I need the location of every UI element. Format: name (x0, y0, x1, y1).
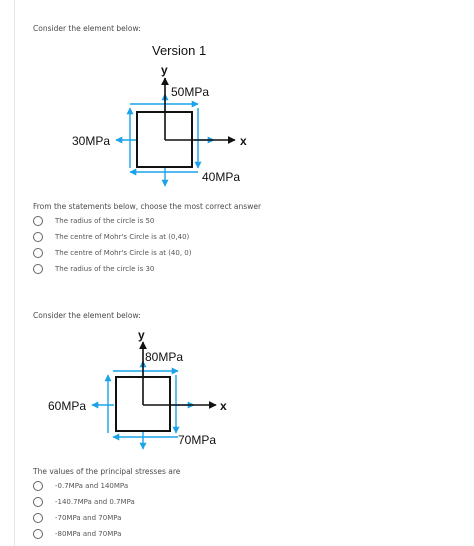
q2-prompt: The values of the principal stresses are (33, 467, 181, 476)
option-label: The radius of the circle is 50 (55, 217, 155, 225)
q1-option-1[interactable]: The radius of the circle is 50 (33, 215, 154, 227)
q1-option-4[interactable]: The radius of the circle is 30 (33, 263, 154, 275)
q1-stress-element-diagram: Version 1 y 50MPa 30MPa 40MPa x (72, 43, 247, 187)
radio-button[interactable] (33, 264, 43, 274)
option-label: -80MPa and 70MPa (55, 530, 122, 538)
q2-option-3[interactable]: -70MPa and 70MPa (33, 512, 121, 524)
q1-x-axis-label: x (240, 134, 247, 148)
q2-option-2[interactable]: -140.7MPa and 0.7MPa (33, 496, 135, 508)
option-label: The centre of Mohr's Circle is at (0,40) (55, 233, 190, 241)
q2-option-1[interactable]: -0.7MPa and 140MPa (33, 480, 128, 492)
radio-button[interactable] (33, 248, 43, 258)
q1-top-stress-label: 50MPa (171, 85, 209, 99)
q1-option-3[interactable]: The centre of Mohr's Circle is at (40, 0… (33, 247, 191, 259)
q1-version-label: Version 1 (152, 43, 206, 58)
option-label: The radius of the circle is 30 (55, 265, 155, 273)
left-margin-rule (14, 0, 15, 546)
q2-right-stress-label: 70MPa (178, 433, 216, 447)
q1-y-axis-label: y (161, 63, 168, 77)
option-label: -140.7MPa and 0.7MPa (55, 498, 135, 506)
q2-top-stress-label: 80MPa (145, 350, 183, 364)
q1-intro: Consider the element below: (33, 24, 141, 33)
q2-y-axis-label: y (138, 328, 145, 342)
q1-option-2[interactable]: The centre of Mohr's Circle is at (0,40) (33, 231, 189, 243)
q2-intro: Consider the element below: (33, 311, 141, 320)
radio-button[interactable] (33, 497, 43, 507)
radio-button[interactable] (33, 529, 43, 539)
option-label: -70MPa and 70MPa (55, 514, 122, 522)
option-label: The centre of Mohr's Circle is at (40, 0… (55, 249, 192, 257)
radio-button[interactable] (33, 513, 43, 523)
q2-x-axis-label: x (220, 399, 227, 413)
radio-button[interactable] (33, 481, 43, 491)
q1-left-stress-label: 30MPa (72, 134, 110, 148)
q1-right-stress-label: 40MPa (202, 170, 240, 184)
q2-left-stress-label: 60MPa (48, 399, 86, 413)
radio-button[interactable] (33, 232, 43, 242)
option-label: -0.7MPa and 140MPa (55, 482, 129, 490)
q2-stress-element-diagram: y 80MPa 60MPa 70MPa x (48, 328, 227, 450)
q2-option-4[interactable]: -80MPa and 70MPa (33, 528, 121, 540)
q1-prompt: From the statements below, choose the mo… (33, 202, 262, 211)
radio-button[interactable] (33, 216, 43, 226)
